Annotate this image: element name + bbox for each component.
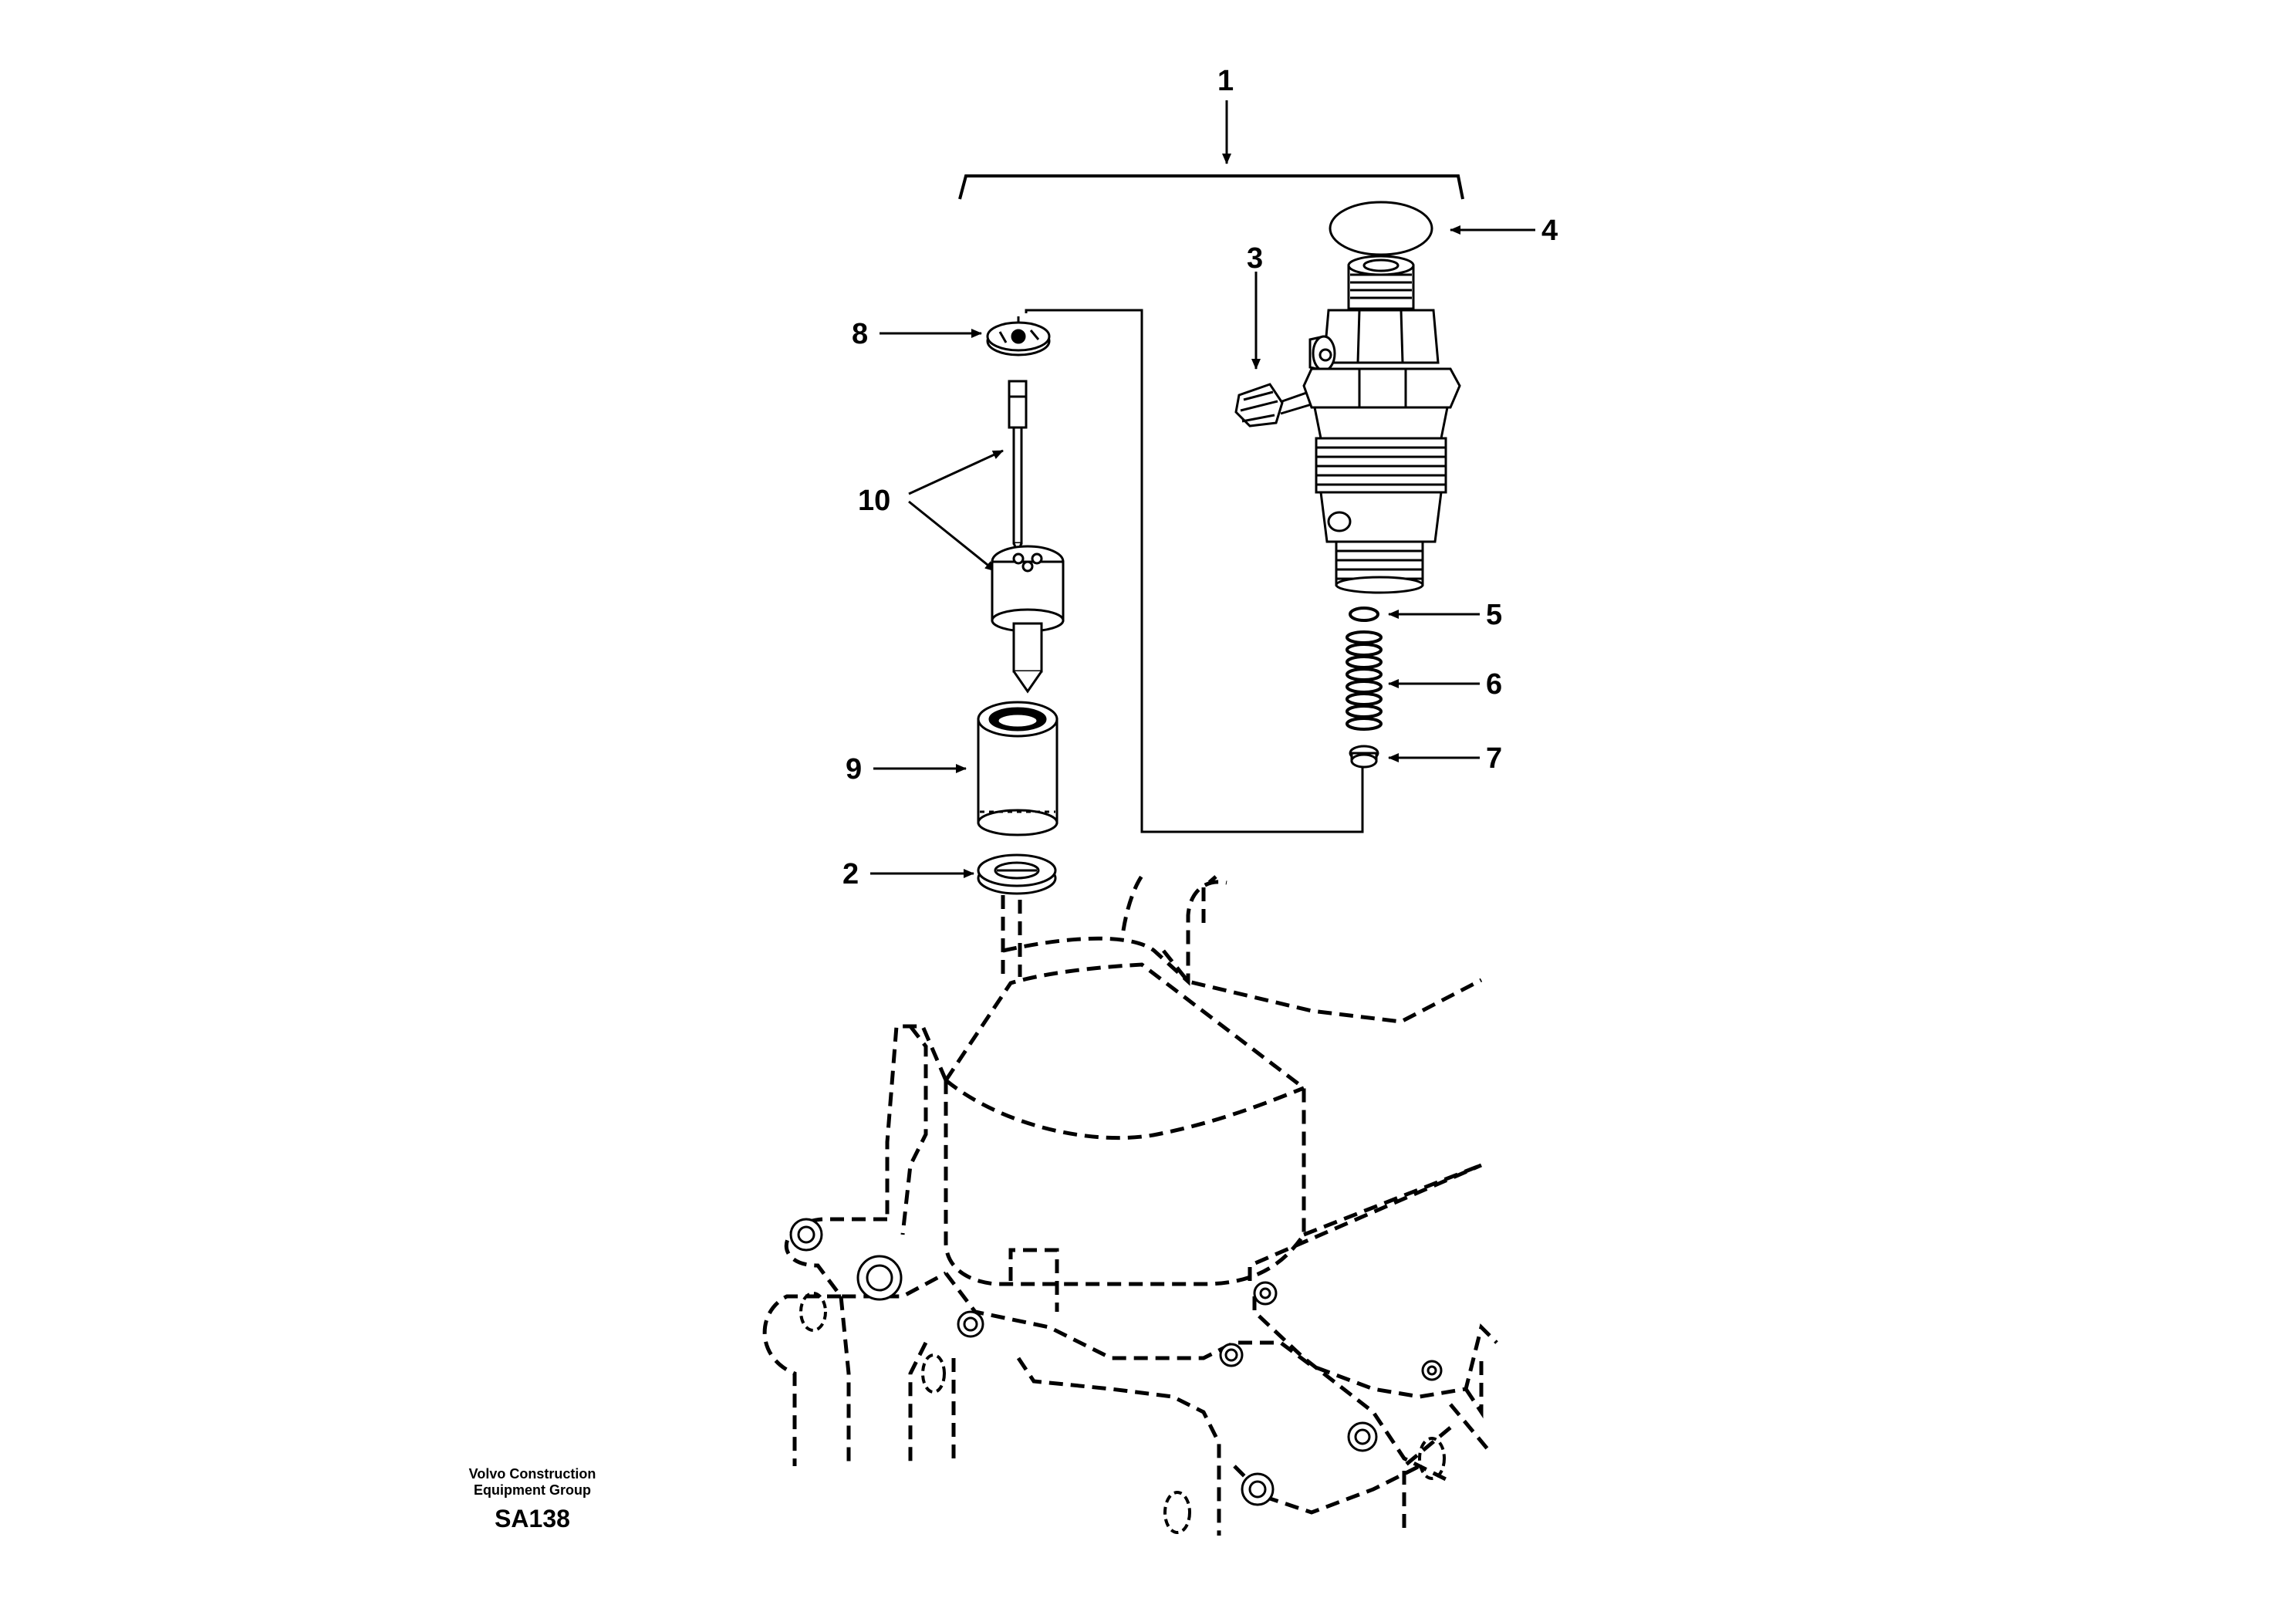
callout-6: 6 [1486, 668, 1503, 701]
washer-part-5 [1349, 607, 1379, 622]
assembly-bracket [958, 100, 1464, 200]
callout-3: 3 [1247, 242, 1264, 275]
head-mounting-holes [799, 1292, 1446, 1534]
leader-lines [870, 225, 1535, 878]
injector-holder-body [1302, 255, 1461, 594]
company-name: Volvo Construction Equipment Group [432, 1466, 633, 1499]
spring-part-6 [1346, 630, 1383, 731]
assembly-connector-line [1025, 309, 1364, 833]
callout-10: 10 [858, 485, 891, 517]
nozzle-nut-part-9 [977, 701, 1059, 836]
callout-1: 1 [1217, 65, 1234, 97]
callout-8: 8 [852, 318, 869, 350]
callout-9: 9 [846, 753, 863, 786]
spacer-part-8 [986, 316, 1051, 357]
callout-5: 5 [1486, 599, 1503, 631]
callout-7: 7 [1486, 742, 1503, 775]
leader-10a [908, 449, 1004, 495]
callout-2: 2 [842, 858, 859, 890]
illustration-code: SA138 [495, 1505, 570, 1532]
leader-10b [908, 500, 996, 573]
cylinder-head-outline [762, 870, 1498, 1536]
copper-washer-part-2 [977, 853, 1057, 895]
spring-seat-part-7 [1349, 745, 1379, 769]
nozzle-needle-part-10 [991, 380, 1065, 694]
o-ring-part-4 [1329, 201, 1433, 256]
head-bolt-bosses [789, 1218, 1443, 1506]
company-line-2: Equipment Group [474, 1482, 591, 1498]
bleed-screw-part-3 [1234, 383, 1314, 427]
callout-4: 4 [1541, 215, 1558, 247]
company-line-1: Volvo Construction [468, 1466, 596, 1482]
